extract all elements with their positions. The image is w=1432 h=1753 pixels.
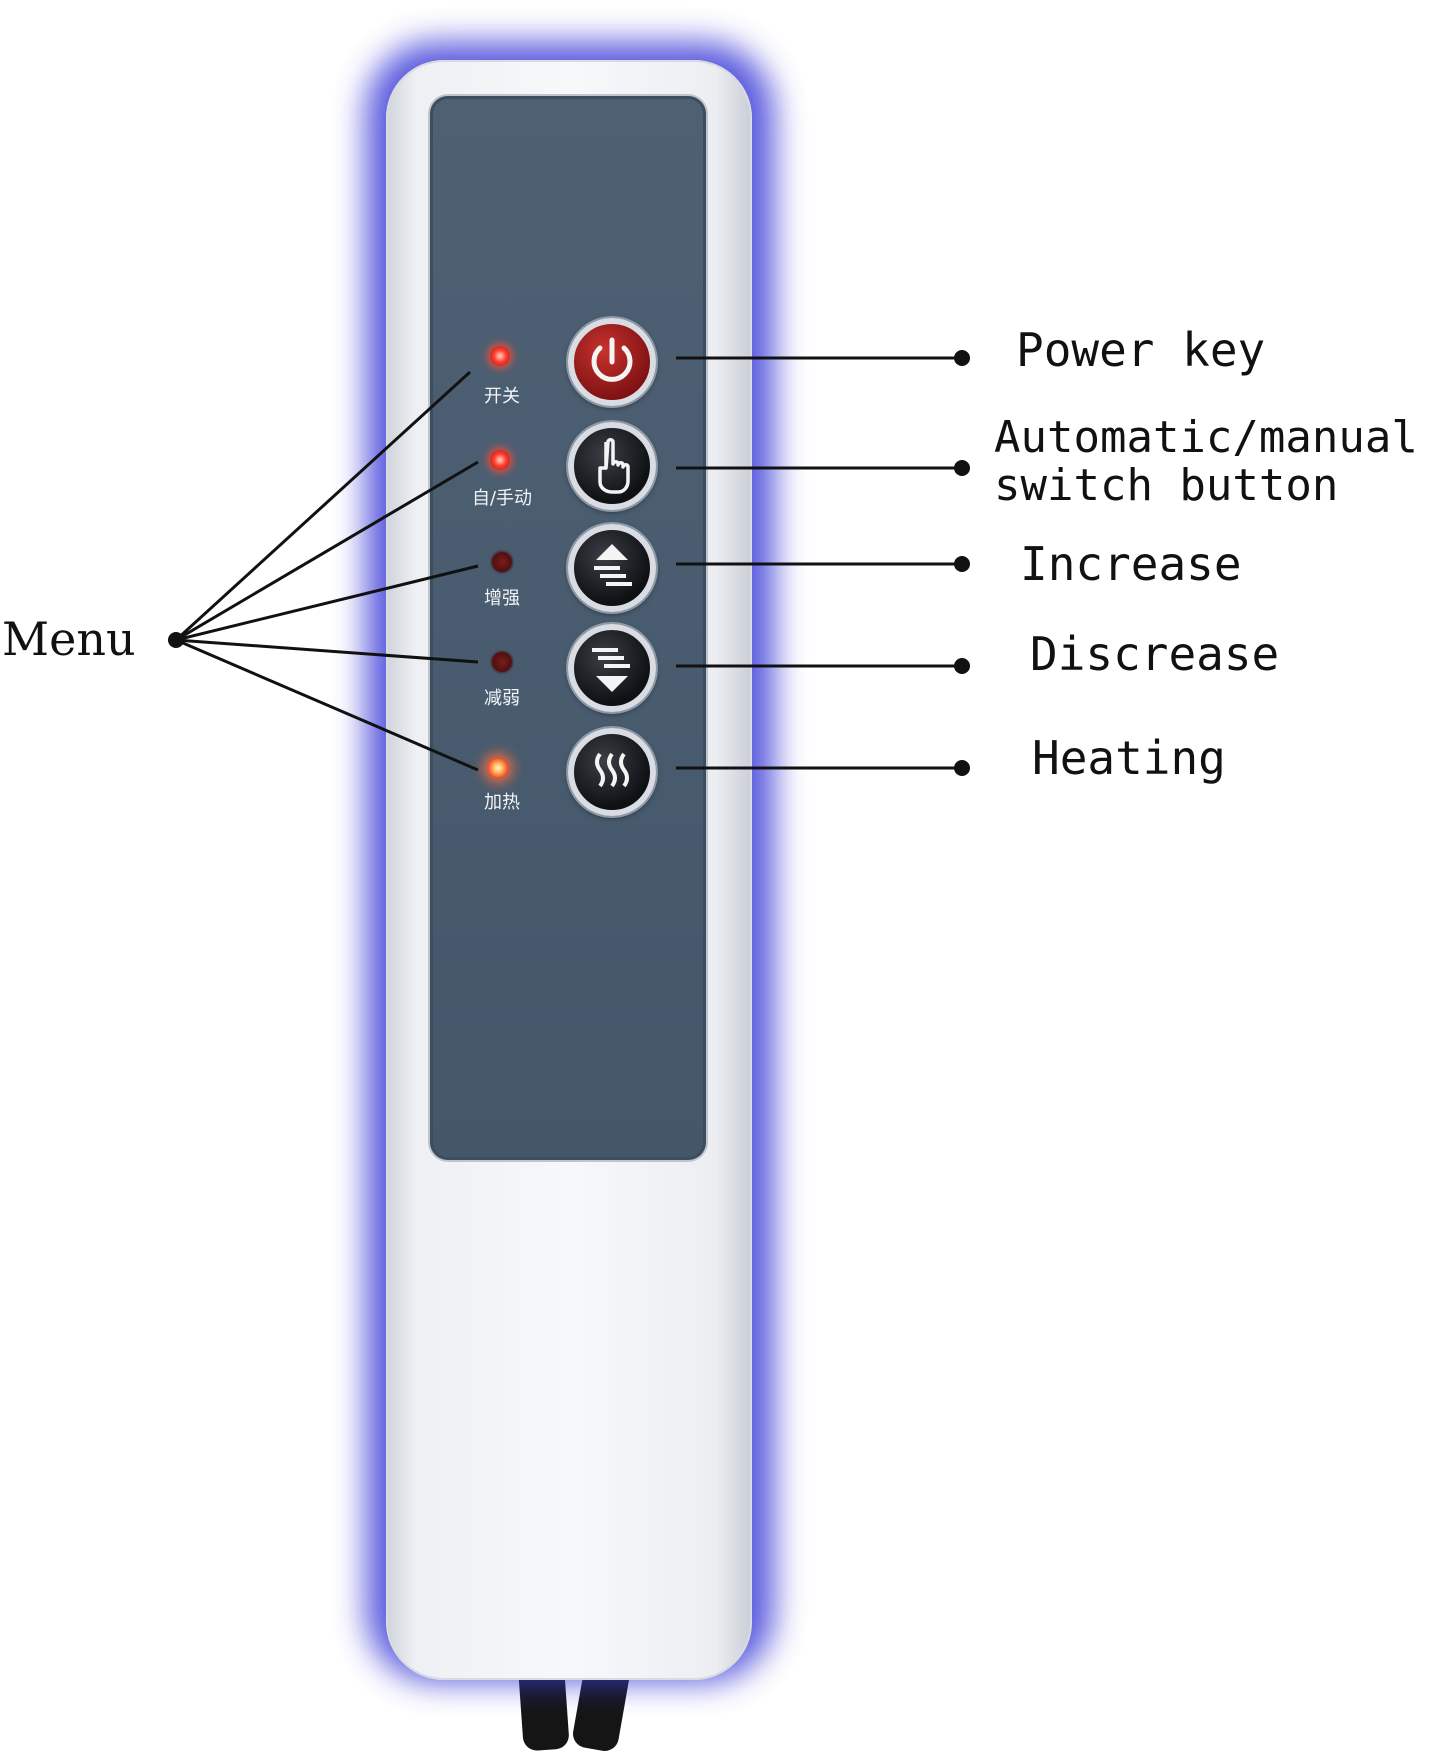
callout-menu: Menu <box>2 612 136 666</box>
panel-label-auto-manual: 自/手动 <box>471 488 533 509</box>
heating-button[interactable] <box>568 728 656 816</box>
leader-lines <box>168 350 970 776</box>
panel-label-heating: 加热 <box>484 792 520 813</box>
led-heating <box>488 758 508 778</box>
remote-panel <box>430 96 706 1160</box>
increase-button[interactable] <box>568 524 656 612</box>
panel-label-increase: 增强 <box>484 588 520 609</box>
auto-manual-button[interactable] <box>568 422 656 510</box>
decrease-button[interactable] <box>568 624 656 712</box>
product-diagram: 开关 自/手动 增强 减弱 加热 <box>2 42 1418 1753</box>
panel-label-power: 开关 <box>484 386 520 407</box>
down-arrow-stairs-icon <box>592 648 630 692</box>
power-button[interactable] <box>568 318 656 406</box>
callout-decrease: Discrease <box>1030 627 1280 681</box>
up-arrow-stairs-icon <box>594 544 632 586</box>
callout-auto-manual-line2: switch button <box>994 460 1339 511</box>
callout-heating: Heating <box>1032 731 1226 785</box>
heat-waves-icon <box>595 752 629 788</box>
callout-auto-manual-line1: Automatic/manual <box>994 412 1418 463</box>
hand-pointer-icon <box>598 438 630 494</box>
led-increase <box>492 552 512 572</box>
led-power <box>490 346 510 366</box>
led-decrease <box>492 652 512 672</box>
callout-power-key: Power key <box>1016 323 1266 377</box>
power-icon <box>591 337 633 382</box>
panel-label-decrease: 减弱 <box>484 688 520 709</box>
callout-increase: Increase <box>1020 537 1242 591</box>
led-auto-manual <box>490 450 510 470</box>
